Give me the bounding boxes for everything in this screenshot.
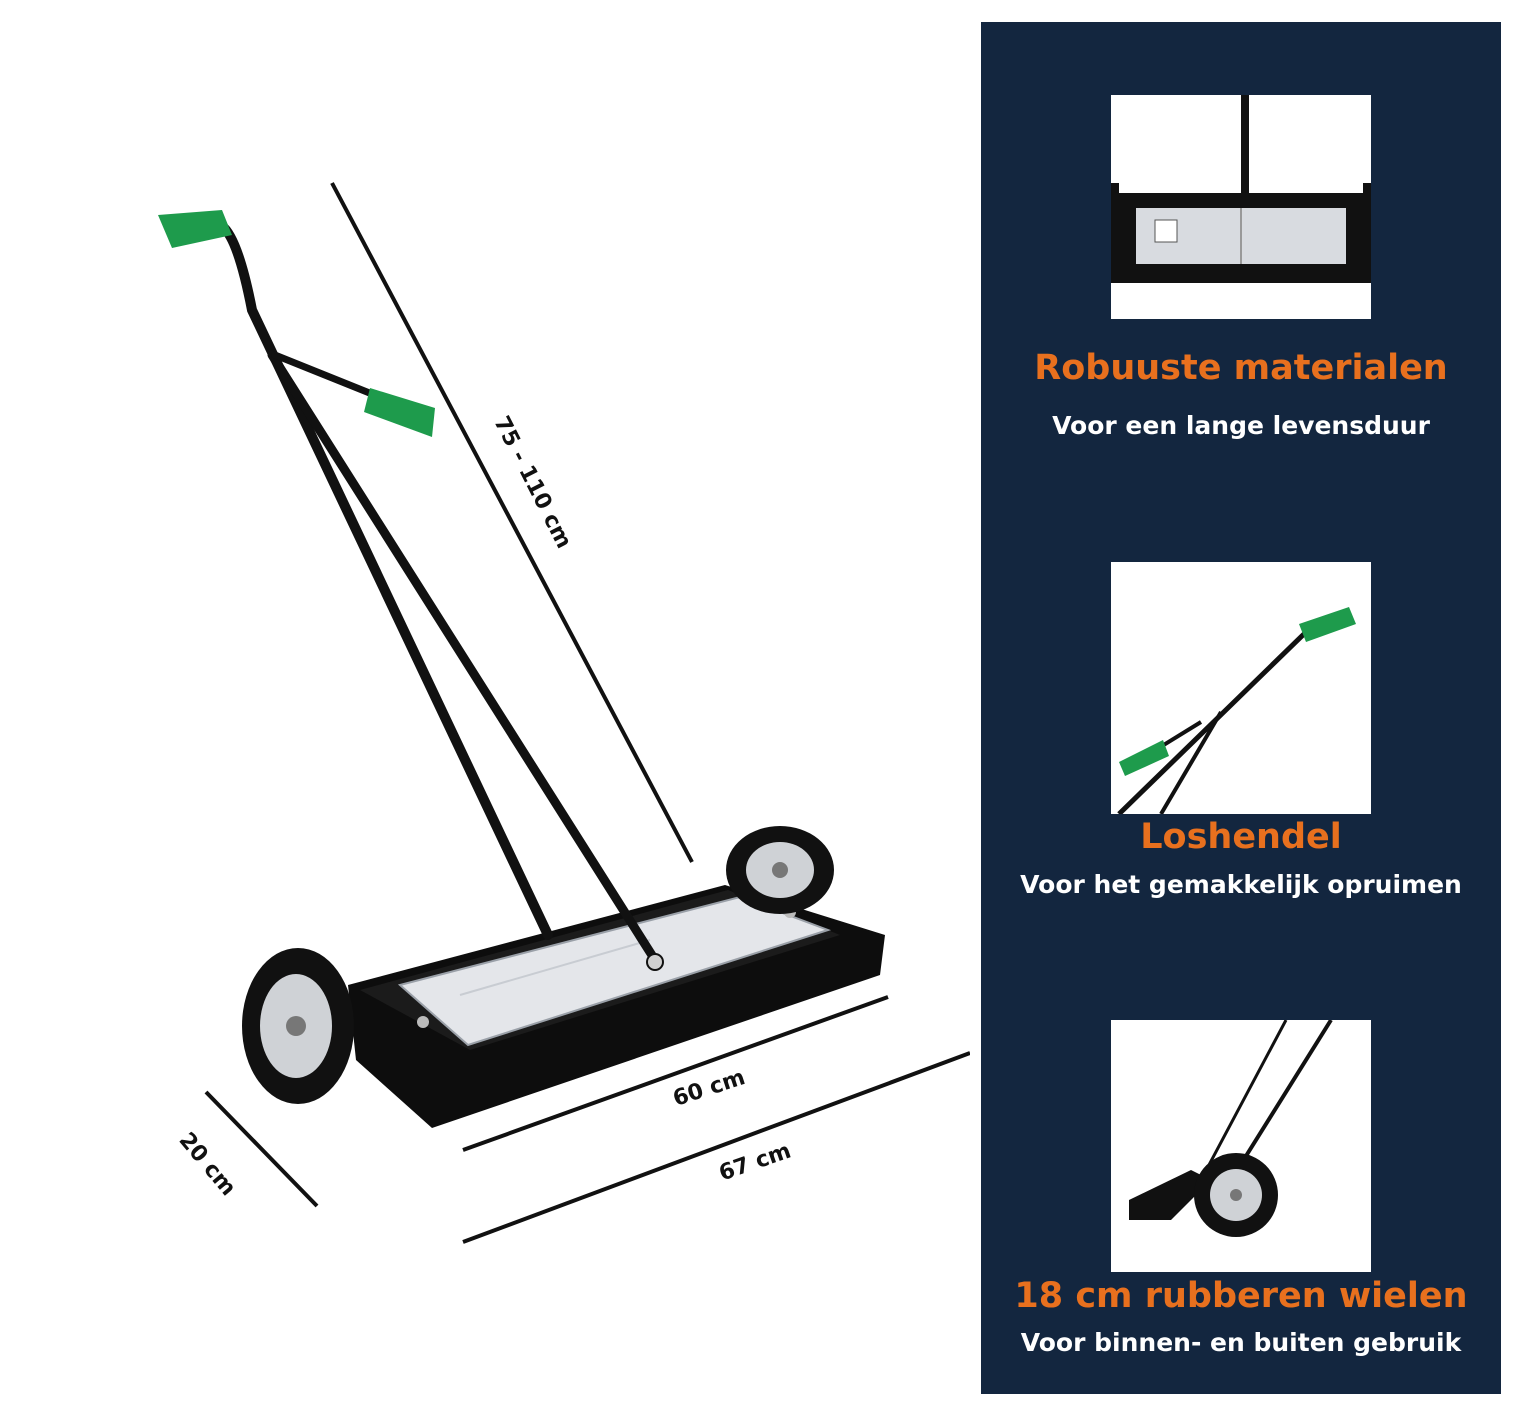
- product-illustration: [158, 182, 970, 1244]
- feature-thumbnail-wheels: [1111, 1020, 1371, 1272]
- feature-subtitle-materials: Voor een lange levensduur: [1052, 411, 1430, 440]
- height-dimension-line: [330, 182, 694, 863]
- feature-title-lever: Loshendel: [1140, 817, 1342, 857]
- feature-subtitle-lever: Voor het gemakkelijk opruimen: [1020, 870, 1462, 899]
- total-width-dimension-line: [462, 1051, 970, 1244]
- magnet-plate-closeup-icon: [1111, 95, 1371, 283]
- release-lever-closeup-icon: [1117, 607, 1356, 814]
- head-width-dimension-line: [462, 995, 889, 1152]
- front-wheel: [242, 948, 354, 1104]
- back-wheel: [726, 826, 834, 914]
- release-lever-grip: [364, 388, 435, 437]
- feature-panel: Robuuste materialen Voor een lange leven…: [981, 22, 1501, 1394]
- sweeper-head: [348, 885, 885, 1128]
- feature-title-wheels: 18 cm rubberen wielen: [1014, 1276, 1468, 1316]
- top-grip: [158, 210, 232, 248]
- rubber-wheel-closeup-icon: [1129, 1020, 1333, 1237]
- handle-frame: [217, 221, 664, 971]
- feature-thumbnail-materials: [1111, 95, 1371, 319]
- feature-title-materials: Robuuste materialen: [1034, 348, 1448, 388]
- depth-dimension-line: [204, 1090, 319, 1208]
- feature-subtitle-wheels: Voor binnen- en buiten gebruik: [1020, 1328, 1462, 1357]
- feature-thumbnail-lever: [1111, 562, 1371, 814]
